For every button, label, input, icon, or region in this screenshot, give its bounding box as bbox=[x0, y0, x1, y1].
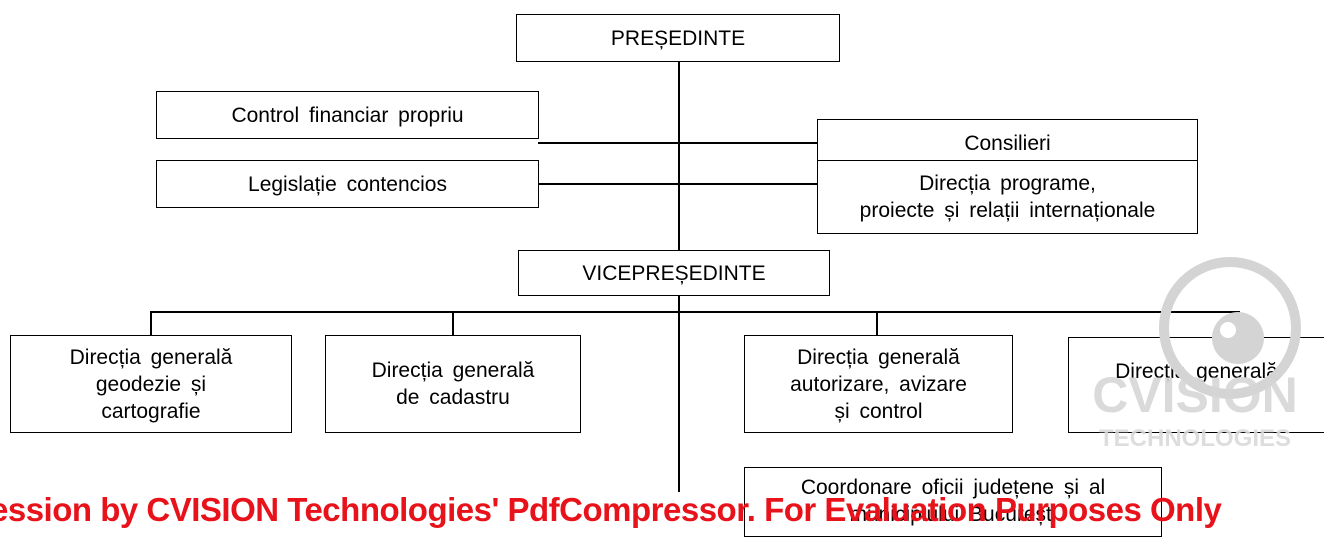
vice-president-box: VICEPREȘEDINTE bbox=[518, 250, 830, 296]
drop-2 bbox=[452, 311, 454, 335]
logo-wordmark: CVISION bbox=[1092, 367, 1298, 423]
row1-connector bbox=[538, 142, 818, 144]
president-box: PREȘEDINTE bbox=[516, 14, 840, 62]
logo-subtext: TECHNOLOGIES bbox=[1099, 425, 1291, 450]
legislation-box: Legislație contencios bbox=[156, 160, 539, 208]
county-offices-box: Coordonare oficii județene și al municip… bbox=[744, 467, 1162, 537]
financial-control-box: Control financiar propriu bbox=[156, 91, 539, 139]
advisors-box: Consilieri bbox=[817, 119, 1198, 167]
drop-3 bbox=[876, 311, 878, 335]
geodesy-directorate-box: Direcția generală geodezie și cartografi… bbox=[10, 335, 292, 433]
cadastre-directorate-box: Direcția generală de cadastru bbox=[325, 335, 581, 433]
authorization-directorate-box: Direcția generală autorizare, avizare și… bbox=[744, 335, 1013, 433]
drop-1 bbox=[150, 311, 152, 335]
evaluation-watermark: ession by CVISION Technologies' PdfCompr… bbox=[0, 491, 1222, 528]
row2-connector bbox=[538, 183, 818, 185]
cvision-logo: CVISION TECHNOLOGIES bbox=[1092, 257, 1301, 450]
directorates-bus bbox=[150, 311, 1240, 313]
programs-box: Direcția programe, proiecte și relații i… bbox=[817, 160, 1198, 234]
